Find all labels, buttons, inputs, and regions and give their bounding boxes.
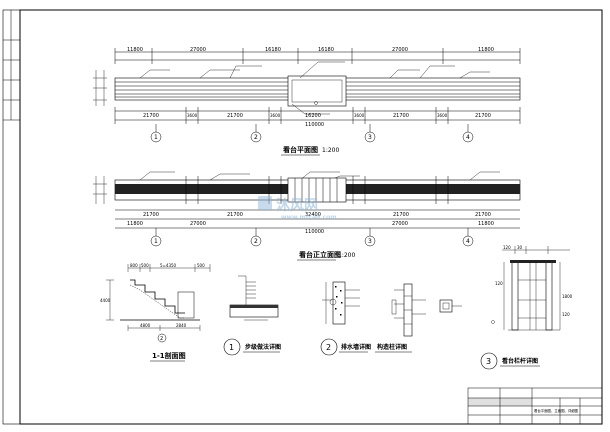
elevation-dims: 21700 21700 32400 21700 21700 11800 2700…	[127, 212, 494, 235]
svg-text:500: 500	[197, 263, 205, 268]
section-1-1: 800 500 5=4350 500 4400 4800 2840 2 1-1剖…	[100, 263, 211, 362]
svg-text:3600: 3600	[270, 113, 281, 118]
svg-text:2840: 2840	[176, 323, 187, 328]
svg-text:5=4350: 5=4350	[160, 263, 177, 268]
svg-text:120: 120	[495, 281, 503, 286]
svg-text:沐风网: 沐风网	[276, 197, 318, 214]
svg-text:11800: 11800	[478, 221, 494, 227]
svg-text:21700: 21700	[475, 113, 491, 119]
elevation-axes: 1 2 3 4	[154, 238, 470, 245]
title-block	[467, 387, 603, 425]
detail-drain-num: 2	[326, 343, 331, 352]
svg-text:11800: 11800	[127, 221, 143, 227]
svg-text:2: 2	[160, 336, 163, 342]
elevation-scale: 1:200	[338, 252, 355, 259]
plan-axes: 1 2 3 4	[154, 134, 470, 141]
binding-strip-grid	[3, 10, 20, 121]
svg-text:110000: 110000	[305, 229, 324, 235]
plan-scale: 1:200	[322, 147, 339, 154]
svg-text:27000: 27000	[392, 221, 408, 227]
svg-text:3: 3	[368, 134, 372, 141]
detail-drain: 2 排水墙详图	[320, 281, 371, 356]
svg-text:3600: 3600	[354, 113, 365, 118]
svg-text:16200: 16200	[305, 113, 321, 119]
svg-text:32400: 32400	[305, 212, 321, 218]
svg-text:3600: 3600	[187, 113, 198, 118]
svg-text:4: 4	[466, 238, 470, 245]
svg-text:120: 120	[562, 312, 570, 317]
svg-text:1: 1	[154, 238, 158, 245]
svg-text:27000: 27000	[392, 47, 408, 53]
svg-text:110000: 110000	[305, 122, 324, 128]
svg-text:30: 30	[517, 245, 523, 250]
plan-title: 看台平面图	[283, 145, 318, 154]
section-top-dims: 800 500 5=4350 500	[130, 263, 205, 268]
detail-step-title: 步级做法详图	[245, 343, 281, 351]
svg-text:16180: 16180	[265, 47, 281, 53]
svg-text:3: 3	[368, 238, 372, 245]
detail-railing-num: 3	[486, 357, 491, 366]
section-height-dim: 4400	[100, 298, 111, 303]
binding-strip	[2, 9, 21, 425]
svg-text:2: 2	[254, 238, 258, 245]
svg-text:11800: 11800	[127, 47, 143, 53]
section-title: 1-1剖面图	[152, 351, 186, 360]
svg-text:2: 2	[254, 134, 258, 141]
svg-text:4800: 4800	[140, 323, 151, 328]
svg-text:21700: 21700	[143, 212, 159, 218]
svg-text:21700: 21700	[227, 113, 243, 119]
svg-text:21700: 21700	[393, 113, 409, 119]
svg-text:4: 4	[466, 134, 470, 141]
svg-text:21700: 21700	[393, 212, 409, 218]
title-block-drawing-name: 看台平面图、立面图、详细图	[534, 408, 579, 413]
detail-step: 1 步级做法详图	[223, 275, 281, 356]
plan-bottom-dims: 21700 3600 21700 3600 16200 3600 21700 3…	[143, 113, 491, 128]
detail-railing: 120 30 120 1800 120 3 看台栏杆详图	[480, 245, 573, 370]
detail-column: 构造柱详图	[375, 283, 462, 353]
svg-text:27000: 27000	[190, 47, 206, 53]
detail-railing-title: 看台栏杆详图	[502, 357, 538, 365]
elevation-view: 21700 21700 32400 21700 21700 11800 2700…	[93, 171, 521, 261]
svg-text:1800: 1800	[562, 294, 573, 299]
svg-text:21700: 21700	[227, 212, 243, 218]
detail-drain-title: 排水墙详图	[341, 343, 371, 351]
svg-text:120: 120	[503, 245, 511, 250]
svg-text:27000: 27000	[190, 221, 206, 227]
watermark: 沐风网 www.mfcad.com	[258, 196, 337, 221]
plan-view: 11800 27000 16180 16180 27000 11800	[93, 47, 521, 156]
svg-text:www.mfcad.com: www.mfcad.com	[281, 214, 337, 221]
svg-text:800: 800	[130, 263, 138, 268]
svg-text:16180: 16180	[318, 47, 334, 53]
elevation-title: 看台正立面图	[299, 250, 341, 259]
detail-column-title: 构造柱详图	[377, 343, 407, 351]
plan-top-dims: 11800 27000 16180 16180 27000 11800	[127, 47, 494, 53]
svg-text:11800: 11800	[478, 47, 494, 53]
svg-text:1: 1	[154, 134, 158, 141]
detail-step-num: 1	[229, 343, 234, 352]
svg-text:3600: 3600	[437, 113, 448, 118]
svg-text:500: 500	[141, 263, 149, 268]
svg-text:21700: 21700	[143, 113, 159, 119]
svg-text:21700: 21700	[475, 212, 491, 218]
